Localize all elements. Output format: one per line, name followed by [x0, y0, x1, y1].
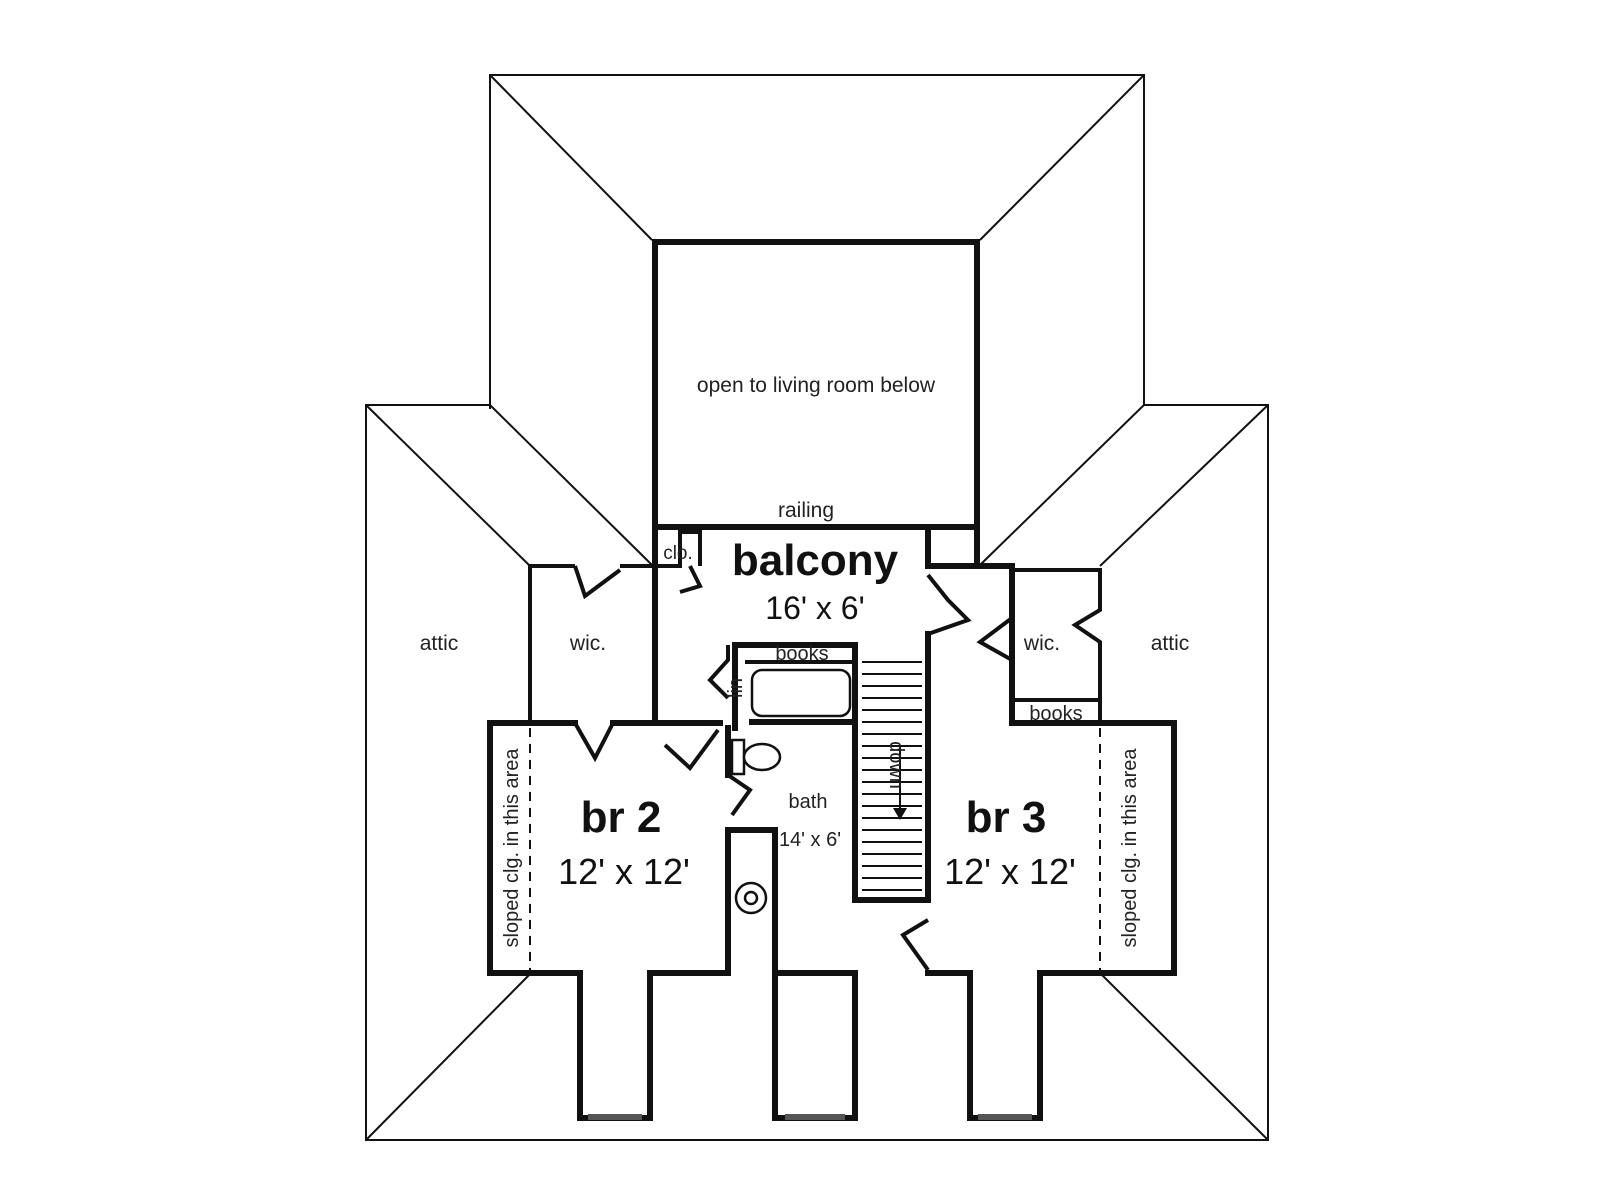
bathtub [750, 668, 852, 718]
closet-label: clo. [663, 543, 693, 564]
br2-label: br 2 [581, 793, 662, 842]
balcony-label: balcony [732, 536, 899, 585]
window-bath [785, 1114, 845, 1120]
window-br2 [588, 1114, 642, 1120]
br2-dims: 12' x 12' [558, 851, 690, 892]
attic-left-label: attic [420, 632, 459, 655]
sink [734, 881, 768, 915]
open-to-below-label: open to living room below [697, 374, 936, 397]
br3-label: br 3 [966, 793, 1047, 842]
sloped-ceiling-label-right: sloped clg. in this area [1119, 748, 1141, 948]
bath-dims: 14' x 6' [779, 829, 841, 851]
stairs-down-label: down [885, 741, 907, 789]
toilet [730, 738, 782, 776]
sloped-ceiling-label-left: sloped clg. in this area [501, 748, 523, 948]
wic-left-label: wic. [569, 632, 606, 655]
books-right-label: books [1029, 703, 1082, 725]
bath-label: bath [789, 791, 828, 813]
bath-walls [652, 642, 858, 976]
wic-right-label: wic. [1023, 632, 1060, 655]
down-arrow-icon [893, 808, 907, 820]
wic-right-walls [976, 568, 1102, 723]
br3-dims: 12' x 12' [944, 851, 1076, 892]
balcony-dims: 16' x 6' [765, 590, 864, 626]
books-top-label: books [775, 643, 828, 665]
attic-right-label: attic [1151, 632, 1190, 655]
linen-label: lin [725, 678, 747, 698]
wic-left-walls [527, 564, 658, 763]
roof-outline [365, 74, 1269, 1141]
railing-label: railing [778, 499, 834, 522]
window-br3 [978, 1114, 1032, 1120]
staircase [852, 642, 931, 903]
br3-door [900, 918, 930, 972]
house-outer-walls [487, 524, 1177, 1121]
